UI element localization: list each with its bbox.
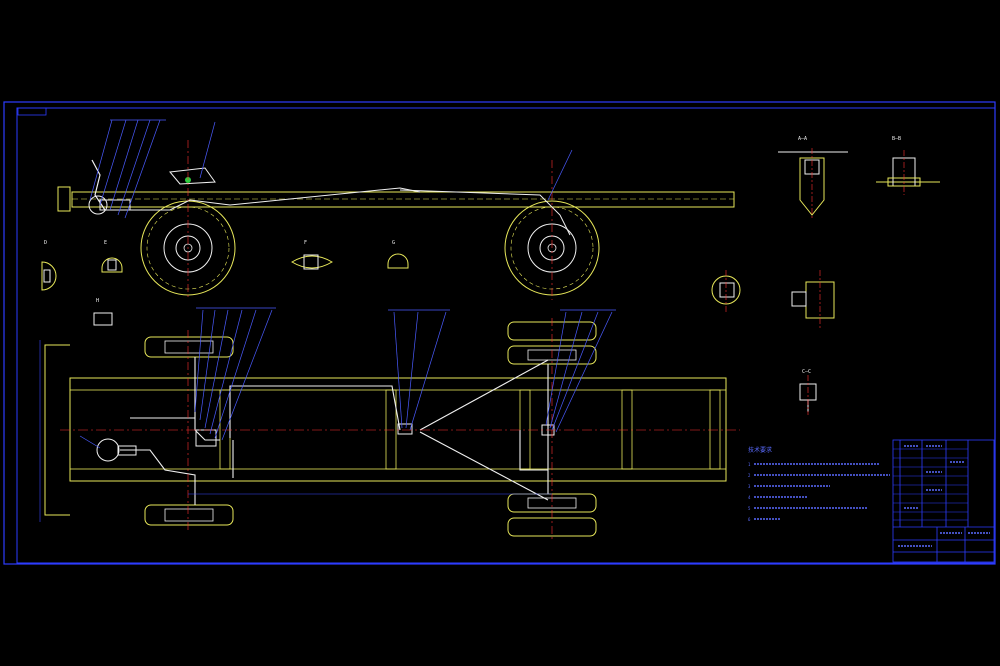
side-brake-line-rear bbox=[399, 189, 571, 236]
section-label-cc: C—C bbox=[802, 369, 811, 375]
detail-label-5: H bbox=[96, 298, 99, 304]
cross-member-2 bbox=[385, 389, 397, 470]
detail-f-part bbox=[303, 254, 319, 270]
section-label-bb: B—B bbox=[892, 136, 901, 142]
plan-front-wheel-top bbox=[144, 336, 234, 358]
plan-front-bumper bbox=[44, 344, 70, 516]
plan-junction bbox=[397, 423, 413, 435]
note-6-num: 6 bbox=[748, 517, 751, 522]
detail-e-part bbox=[107, 259, 117, 271]
detail-view-labels: D E F G H bbox=[44, 240, 395, 304]
drum-fr bbox=[164, 508, 214, 522]
sheet-inner-border bbox=[16, 107, 996, 564]
detail-g bbox=[387, 253, 409, 269]
detail-views-left bbox=[41, 253, 409, 326]
cross-member-5 bbox=[709, 389, 721, 470]
detail-d-part bbox=[43, 269, 51, 283]
section-aa-clevis bbox=[799, 157, 825, 216]
cross-member-4 bbox=[621, 389, 633, 470]
side-frame-rail bbox=[71, 191, 735, 208]
detail-e bbox=[101, 257, 123, 273]
note-2-num: 2 bbox=[748, 473, 751, 478]
booster bbox=[88, 195, 108, 215]
note-5-num: 5 bbox=[748, 506, 751, 511]
detail-h bbox=[93, 312, 113, 326]
notes-heading: 技术要求 bbox=[748, 446, 772, 454]
detail-label-4: G bbox=[392, 240, 395, 246]
plan-booster bbox=[96, 438, 120, 462]
detail-label-2: E bbox=[104, 240, 107, 246]
title-block bbox=[892, 439, 995, 563]
technical-notes: 技术要求 1 2 3 4 5 6 bbox=[748, 446, 890, 522]
plan-front-valve bbox=[195, 429, 217, 447]
section-label-aa: A—A bbox=[798, 136, 807, 142]
plan-rail-top bbox=[69, 377, 727, 391]
drawing-code-box bbox=[17, 107, 47, 116]
drum-fl bbox=[164, 340, 214, 354]
sheet-outer-border bbox=[3, 101, 996, 565]
title-block-grid-lines bbox=[893, 448, 968, 521]
plan-brake-pipes bbox=[120, 357, 549, 505]
detail-d bbox=[41, 261, 57, 291]
bumper bbox=[57, 186, 71, 212]
plan-view bbox=[39, 307, 740, 540]
section-views-right bbox=[711, 151, 940, 412]
plan-front-wheel-bottom bbox=[144, 504, 234, 526]
plan-rail-bottom bbox=[69, 468, 727, 482]
section-cc-body bbox=[711, 275, 741, 305]
detail-label-1: D bbox=[44, 240, 47, 246]
section-cc-part bbox=[719, 282, 735, 298]
section-d-stub bbox=[791, 291, 807, 307]
side-view bbox=[57, 119, 735, 300]
detail-f bbox=[291, 255, 333, 269]
title-block-frame bbox=[892, 439, 995, 563]
detail-label-3: F bbox=[304, 240, 307, 246]
cross-member-3 bbox=[519, 389, 531, 470]
section-labels: A—A B—B C—C bbox=[798, 136, 901, 375]
cross-member-1 bbox=[219, 389, 231, 470]
note-1-num: 1 bbox=[748, 462, 751, 467]
title-block-text-blocks bbox=[898, 445, 990, 547]
note-4-num: 4 bbox=[748, 495, 751, 500]
plan-leaders bbox=[79, 307, 616, 449]
side-brake-line bbox=[120, 187, 421, 211]
section-center-lines bbox=[725, 148, 905, 415]
plan-master-cylinder bbox=[117, 445, 137, 456]
note-3-num: 3 bbox=[748, 484, 751, 489]
side-leaders bbox=[89, 119, 573, 219]
steering-assembly bbox=[169, 167, 216, 185]
